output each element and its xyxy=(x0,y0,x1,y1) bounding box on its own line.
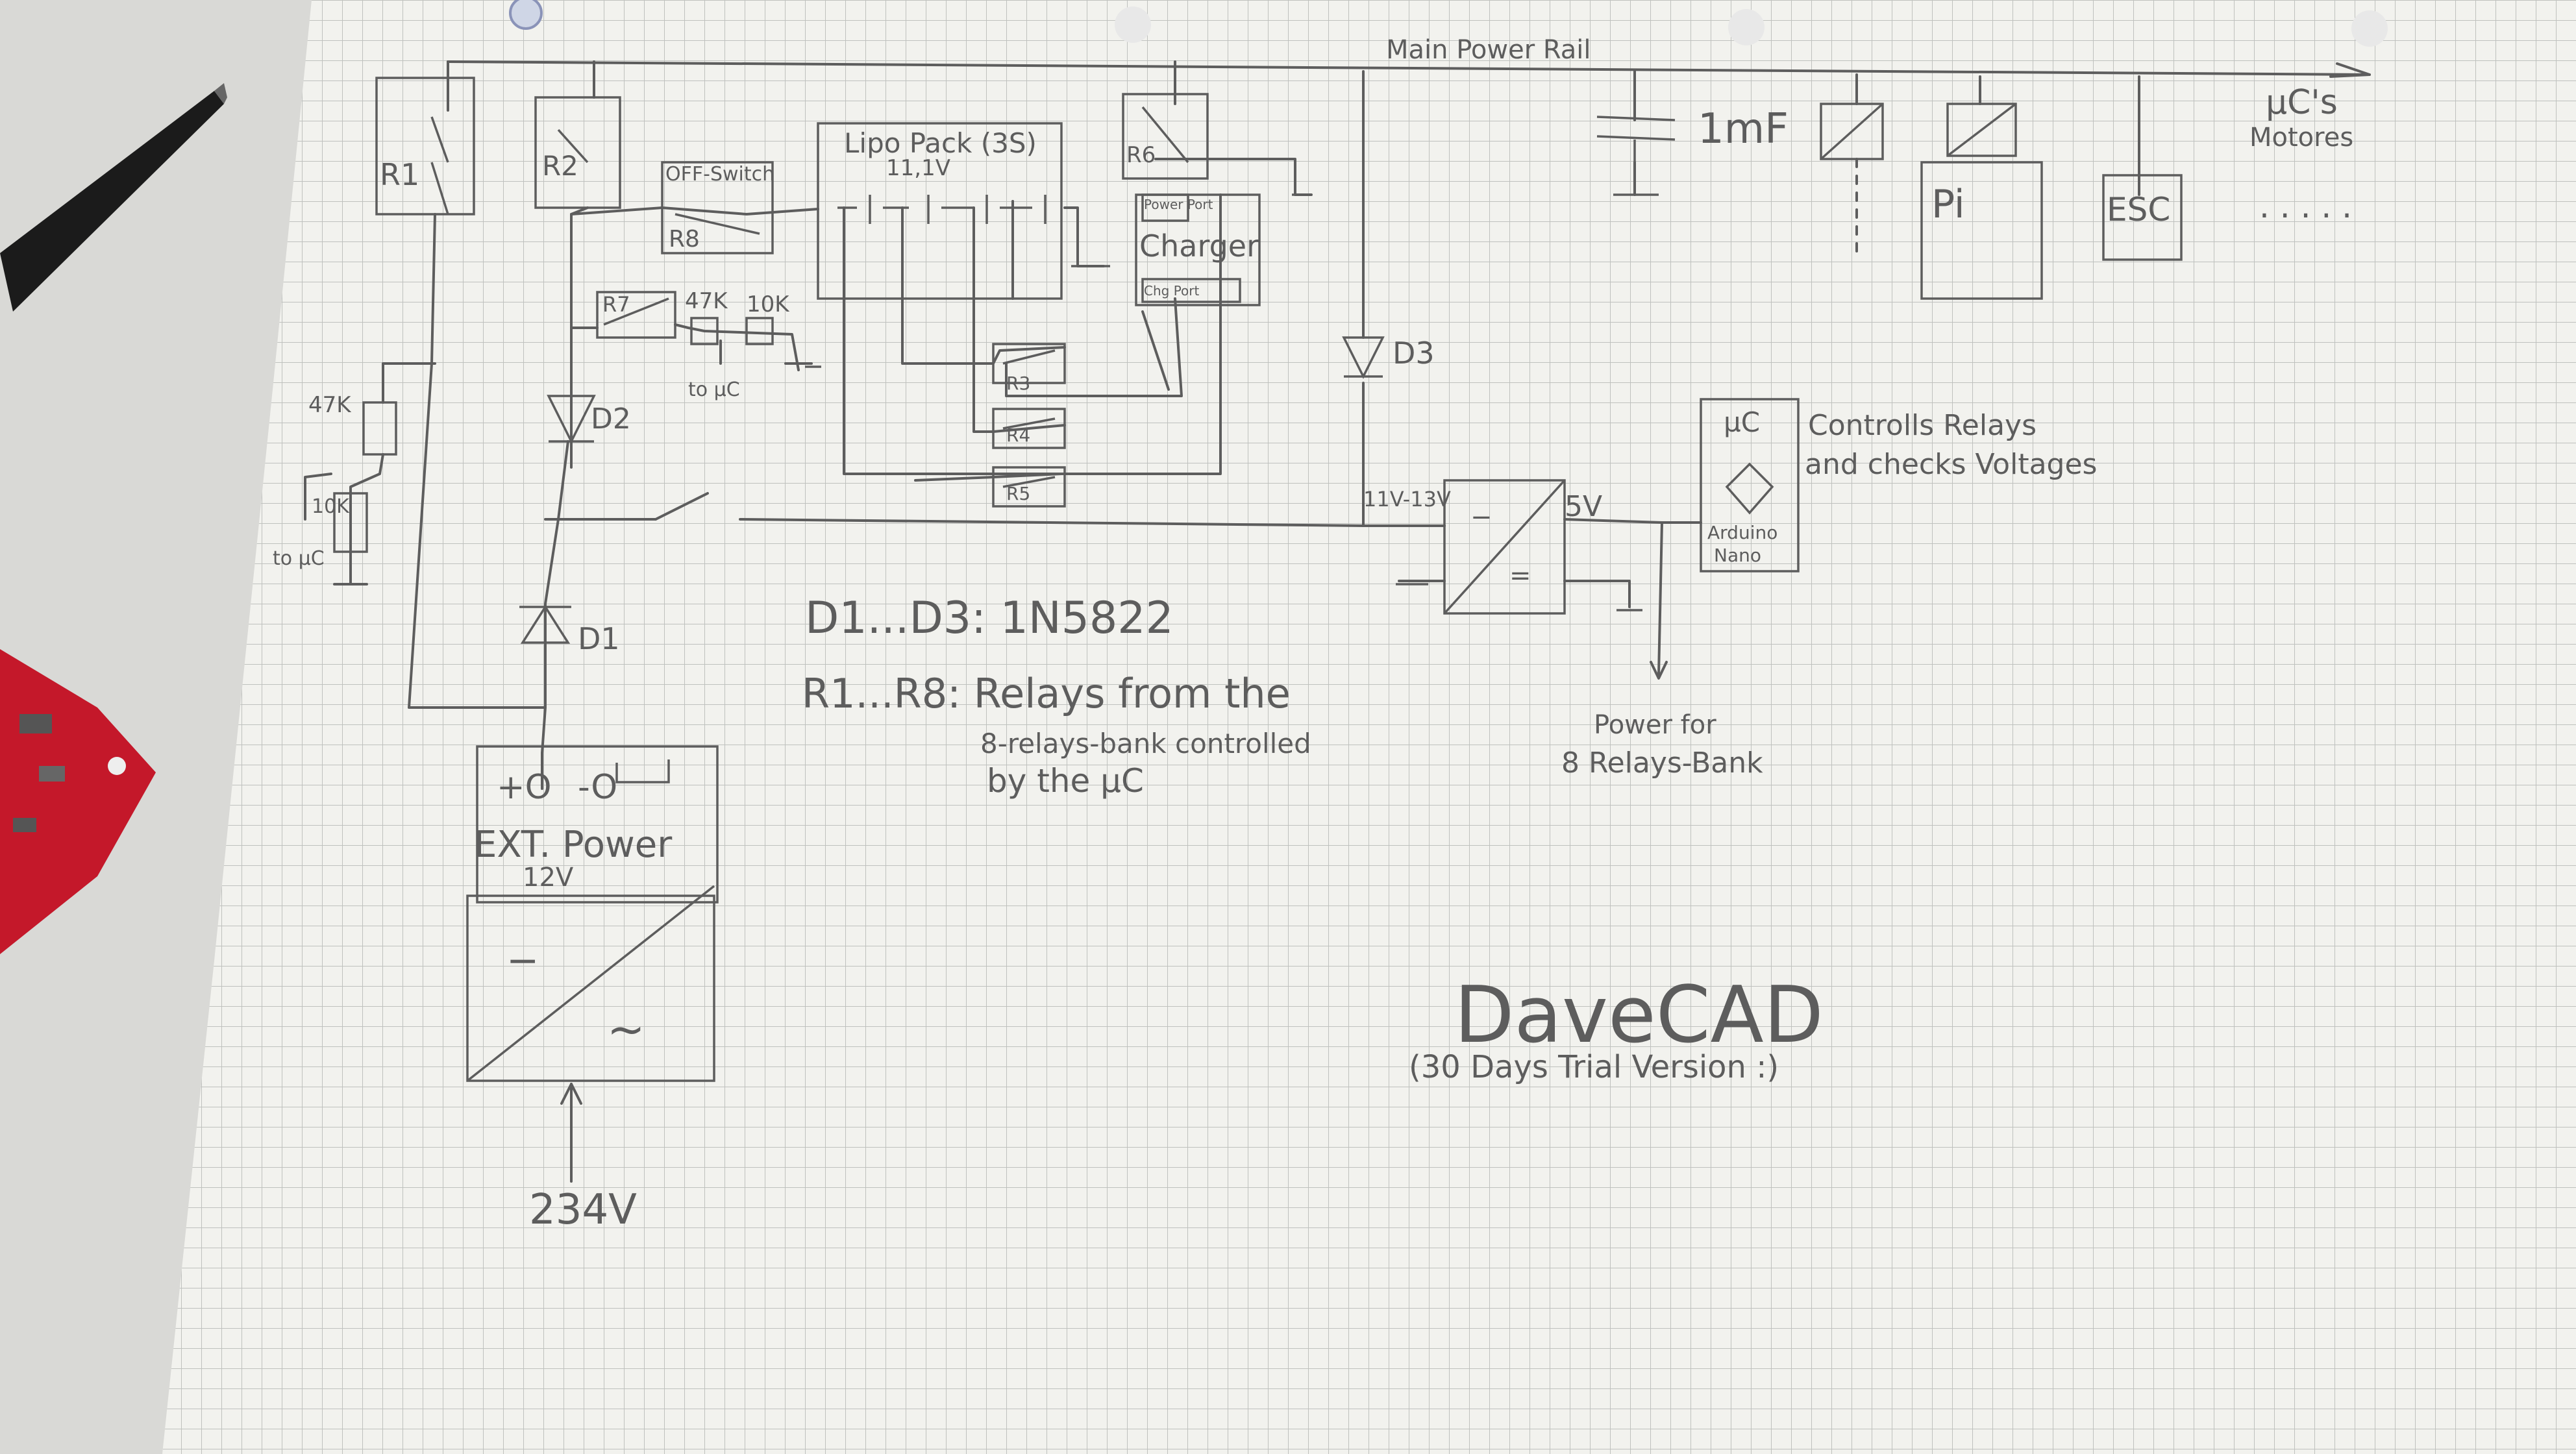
to-uc-left-label: to µC xyxy=(273,547,325,570)
arduino-label: Arduino xyxy=(1707,522,1777,543)
lipo-voltage: 11,1V xyxy=(886,155,950,181)
arduino-nano xyxy=(1700,398,1800,573)
main-rail-label: Main Power Rail xyxy=(1386,35,1591,65)
resistor-10k-top xyxy=(745,317,774,345)
to-uc-top-label: to µC xyxy=(688,378,740,401)
uc-note-1: Controlls Relays xyxy=(1808,409,2037,442)
relay-r2 xyxy=(534,96,621,209)
dc-plus-symbol: = xyxy=(1509,561,1531,591)
dots-label: . . . . . xyxy=(2259,188,2352,225)
ext-minus-label: -O xyxy=(578,768,617,807)
relay-r3 xyxy=(992,343,1066,384)
relay-note-1: R1...R8: Relays from the xyxy=(802,670,1291,717)
pi-box xyxy=(1920,161,2043,300)
r7-label: R7 xyxy=(602,292,630,317)
uc-box-label: µC xyxy=(1724,406,1760,438)
r6-label: R6 xyxy=(1126,142,1156,168)
ucs-label: µC's xyxy=(2266,83,2338,122)
relay-r8 xyxy=(661,161,774,254)
res-47k-left-label: 47K xyxy=(308,392,352,418)
dc-box-1 xyxy=(1820,103,1884,160)
d2-label: D2 xyxy=(591,402,631,436)
in-range-label: 11V-13V xyxy=(1363,487,1451,511)
r5-label: R5 xyxy=(1006,483,1030,504)
mains-label: 234V xyxy=(529,1186,637,1234)
dc-dc-converter xyxy=(1443,479,1566,615)
r8-label: R8 xyxy=(669,226,700,253)
cap-label: 1mF xyxy=(1698,105,1789,153)
red-circuit-board xyxy=(0,649,156,954)
res-47k-top-label: 47K xyxy=(685,288,728,314)
r3-label: R3 xyxy=(1006,373,1030,394)
power-port-label: Power Port xyxy=(1144,197,1213,212)
dc-box-2 xyxy=(1946,103,2017,157)
diode-d1 xyxy=(519,604,571,644)
nano-label: Nano xyxy=(1714,545,1761,566)
relay-note-3: by the µC xyxy=(987,762,1144,800)
resistor-47k-left xyxy=(362,401,397,456)
relay-note-2: 8-relays-bank controlled xyxy=(980,728,1311,759)
resistor-10k-left xyxy=(333,492,368,553)
wires xyxy=(304,60,2371,1183)
relay-r5 xyxy=(992,466,1066,508)
relay-power-2: 8 Relays-Bank xyxy=(1561,746,1763,780)
relay-r1 xyxy=(375,77,475,216)
pen xyxy=(0,83,227,312)
relay-r7 xyxy=(596,291,676,339)
esc-label: ESC xyxy=(2107,191,2170,228)
charger-label: Charger xyxy=(1139,228,1259,264)
relay-r6 xyxy=(1122,93,1209,180)
ext-plus-label: +O xyxy=(497,768,552,807)
diode-note: D1...D3: 1N5822 xyxy=(805,593,1174,644)
pi-label: Pi xyxy=(1931,182,1965,227)
diode-d2 xyxy=(547,395,596,444)
off-switch-label: OFF-Switch xyxy=(665,163,774,186)
r4-label: R4 xyxy=(1006,425,1030,446)
capacitor-1mf xyxy=(1596,116,1676,196)
chg-port-label: Chg Port xyxy=(1144,283,1200,299)
motores-label: Motores xyxy=(2249,123,2353,153)
brand-sub-label: (30 Days Trial Version :) xyxy=(1409,1049,1779,1085)
out-5v-label: 5V xyxy=(1565,490,1602,523)
ext-voltage: 12V xyxy=(523,863,574,893)
res-10k-top-label: 10K xyxy=(747,291,790,317)
esc-box xyxy=(2102,174,2183,261)
resistor-47k-top xyxy=(690,317,719,345)
lipo-pack xyxy=(817,122,1063,300)
relay-power-1: Power for xyxy=(1594,710,1716,740)
uc-note-2: and checks Voltages xyxy=(1805,448,2097,481)
ext-ac-symbol: ~ xyxy=(607,1003,645,1056)
charger xyxy=(1135,193,1261,306)
diode-d3 xyxy=(1342,336,1385,379)
r2-label: R2 xyxy=(542,150,578,182)
ext-minus-symbol: − xyxy=(506,938,539,983)
dc-minus-symbol: − xyxy=(1470,502,1492,532)
r1-label: R1 xyxy=(380,157,419,192)
lipo-title: Lipo Pack (3S) xyxy=(844,127,1037,159)
res-10k-left-label: 10K xyxy=(312,495,350,518)
relay-r4 xyxy=(992,408,1066,449)
d3-label: D3 xyxy=(1393,336,1435,371)
brand-label: DaveCAD xyxy=(1454,970,1824,1061)
ext-power-supply xyxy=(476,745,719,904)
ext-title: EXT. Power xyxy=(474,824,673,866)
d1-label: D1 xyxy=(578,621,620,656)
